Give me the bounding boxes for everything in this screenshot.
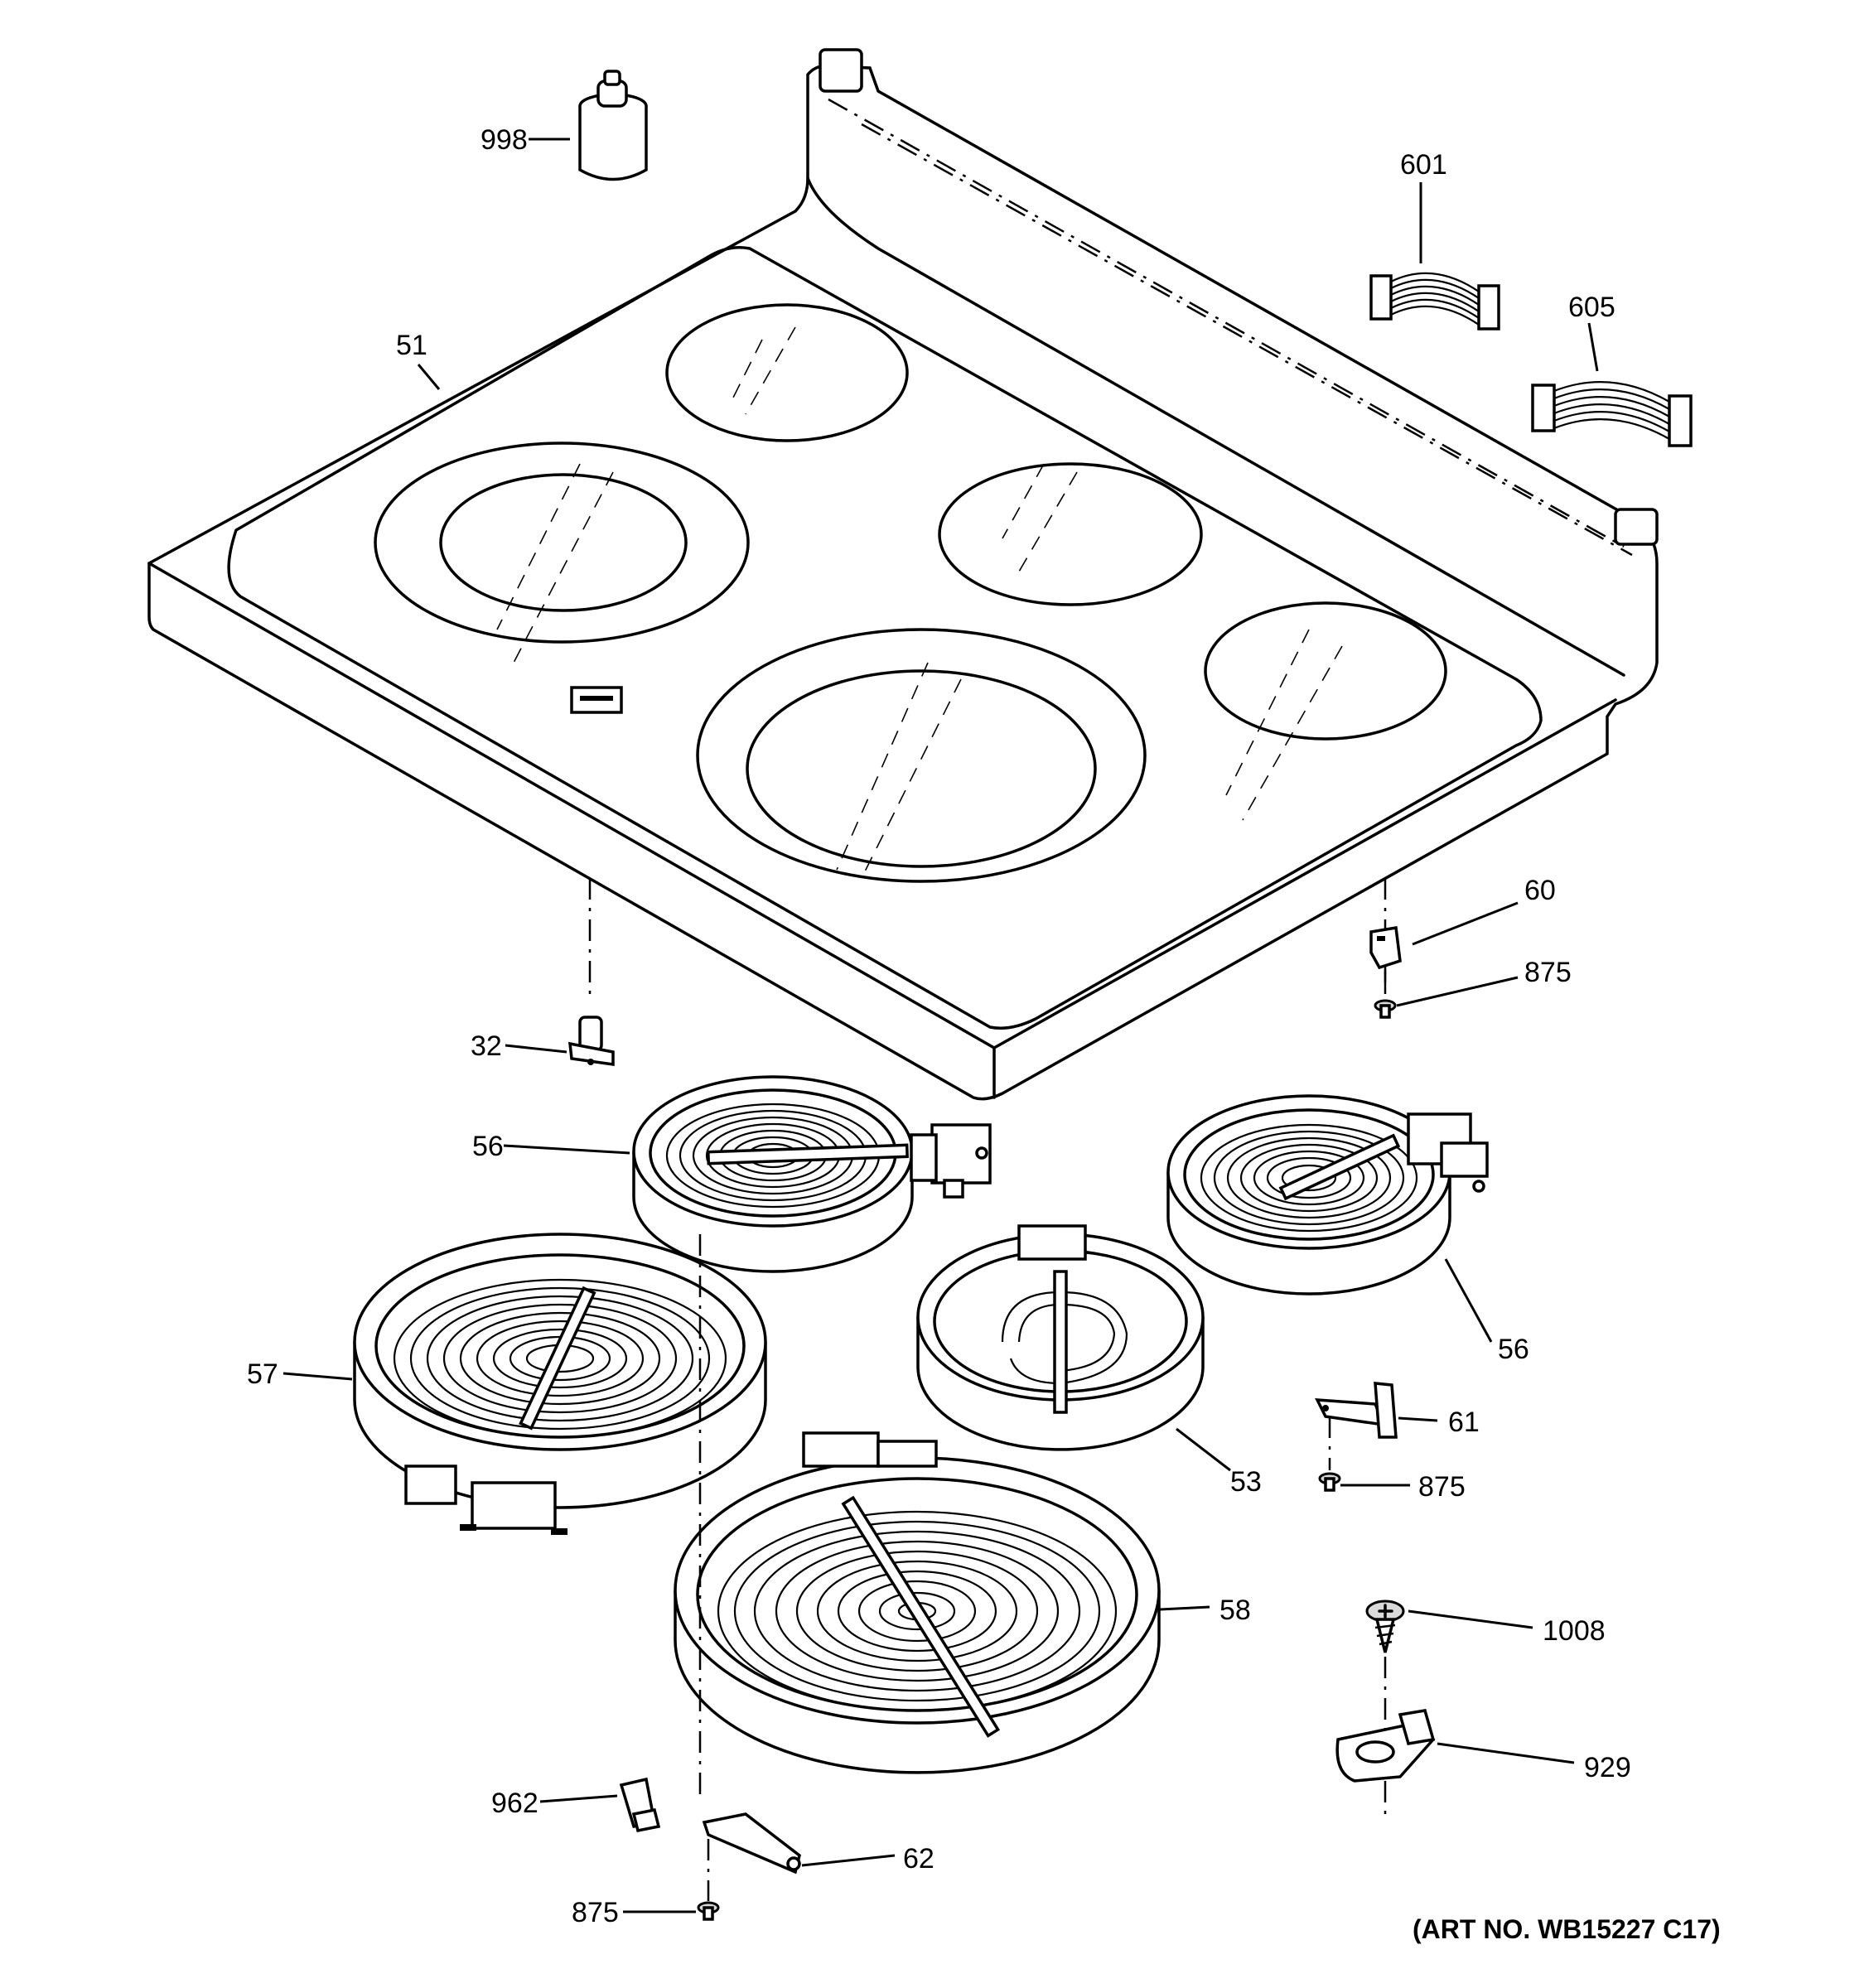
part-56-radiant-element-left — [632, 1075, 992, 1273]
art-number: (ART NO. WB15227 C17) — [1413, 1914, 1721, 1944]
label-875-b: 875 — [1418, 1471, 1466, 1503]
label-53: 53 — [1230, 1466, 1262, 1498]
part-61-bracket — [1315, 1382, 1398, 1439]
label-1008: 1008 — [1543, 1615, 1606, 1647]
part-929-bracket — [1335, 1709, 1436, 1783]
label-875-c: 875 — [572, 1897, 619, 1928]
label-601: 601 — [1400, 149, 1447, 181]
label-962: 962 — [491, 1788, 538, 1819]
part-56-radiant-element-right — [1166, 1094, 1489, 1296]
label-929: 929 — [1584, 1752, 1631, 1783]
label-58: 58 — [1219, 1595, 1251, 1626]
label-875-a: 875 — [1524, 957, 1572, 988]
part-51-glass-cooktop — [147, 48, 1659, 1101]
part-875-screw-a — [1374, 969, 1397, 1019]
part-1008-screw — [1365, 1600, 1405, 1814]
part-32-sensor — [567, 878, 615, 1067]
label-32: 32 — [471, 1030, 502, 1062]
part-62-bracket — [698, 1234, 801, 1875]
part-601-wire-harness — [1369, 272, 1500, 331]
label-57: 57 — [247, 1358, 278, 1390]
label-998: 998 — [481, 124, 528, 156]
part-962-clip — [619, 1777, 661, 1833]
part-58-radiant-element — [674, 1431, 1161, 1774]
part-53-radiant-element — [916, 1224, 1205, 1451]
label-56-left: 56 — [472, 1131, 504, 1162]
part-605-wire-harness — [1531, 381, 1693, 447]
label-61: 61 — [1448, 1407, 1480, 1438]
label-56-right: 56 — [1498, 1334, 1529, 1365]
part-998-cleaner-bottle — [578, 70, 648, 181]
leader-lines — [283, 138, 1599, 1913]
label-605: 605 — [1568, 292, 1615, 323]
label-51: 51 — [396, 330, 427, 361]
part-875-screw-c — [697, 1839, 720, 1921]
label-60: 60 — [1524, 875, 1556, 906]
part-875-screw-b — [1318, 1416, 1341, 1492]
part-57-radiant-element — [353, 1233, 767, 1535]
label-62: 62 — [903, 1843, 934, 1875]
